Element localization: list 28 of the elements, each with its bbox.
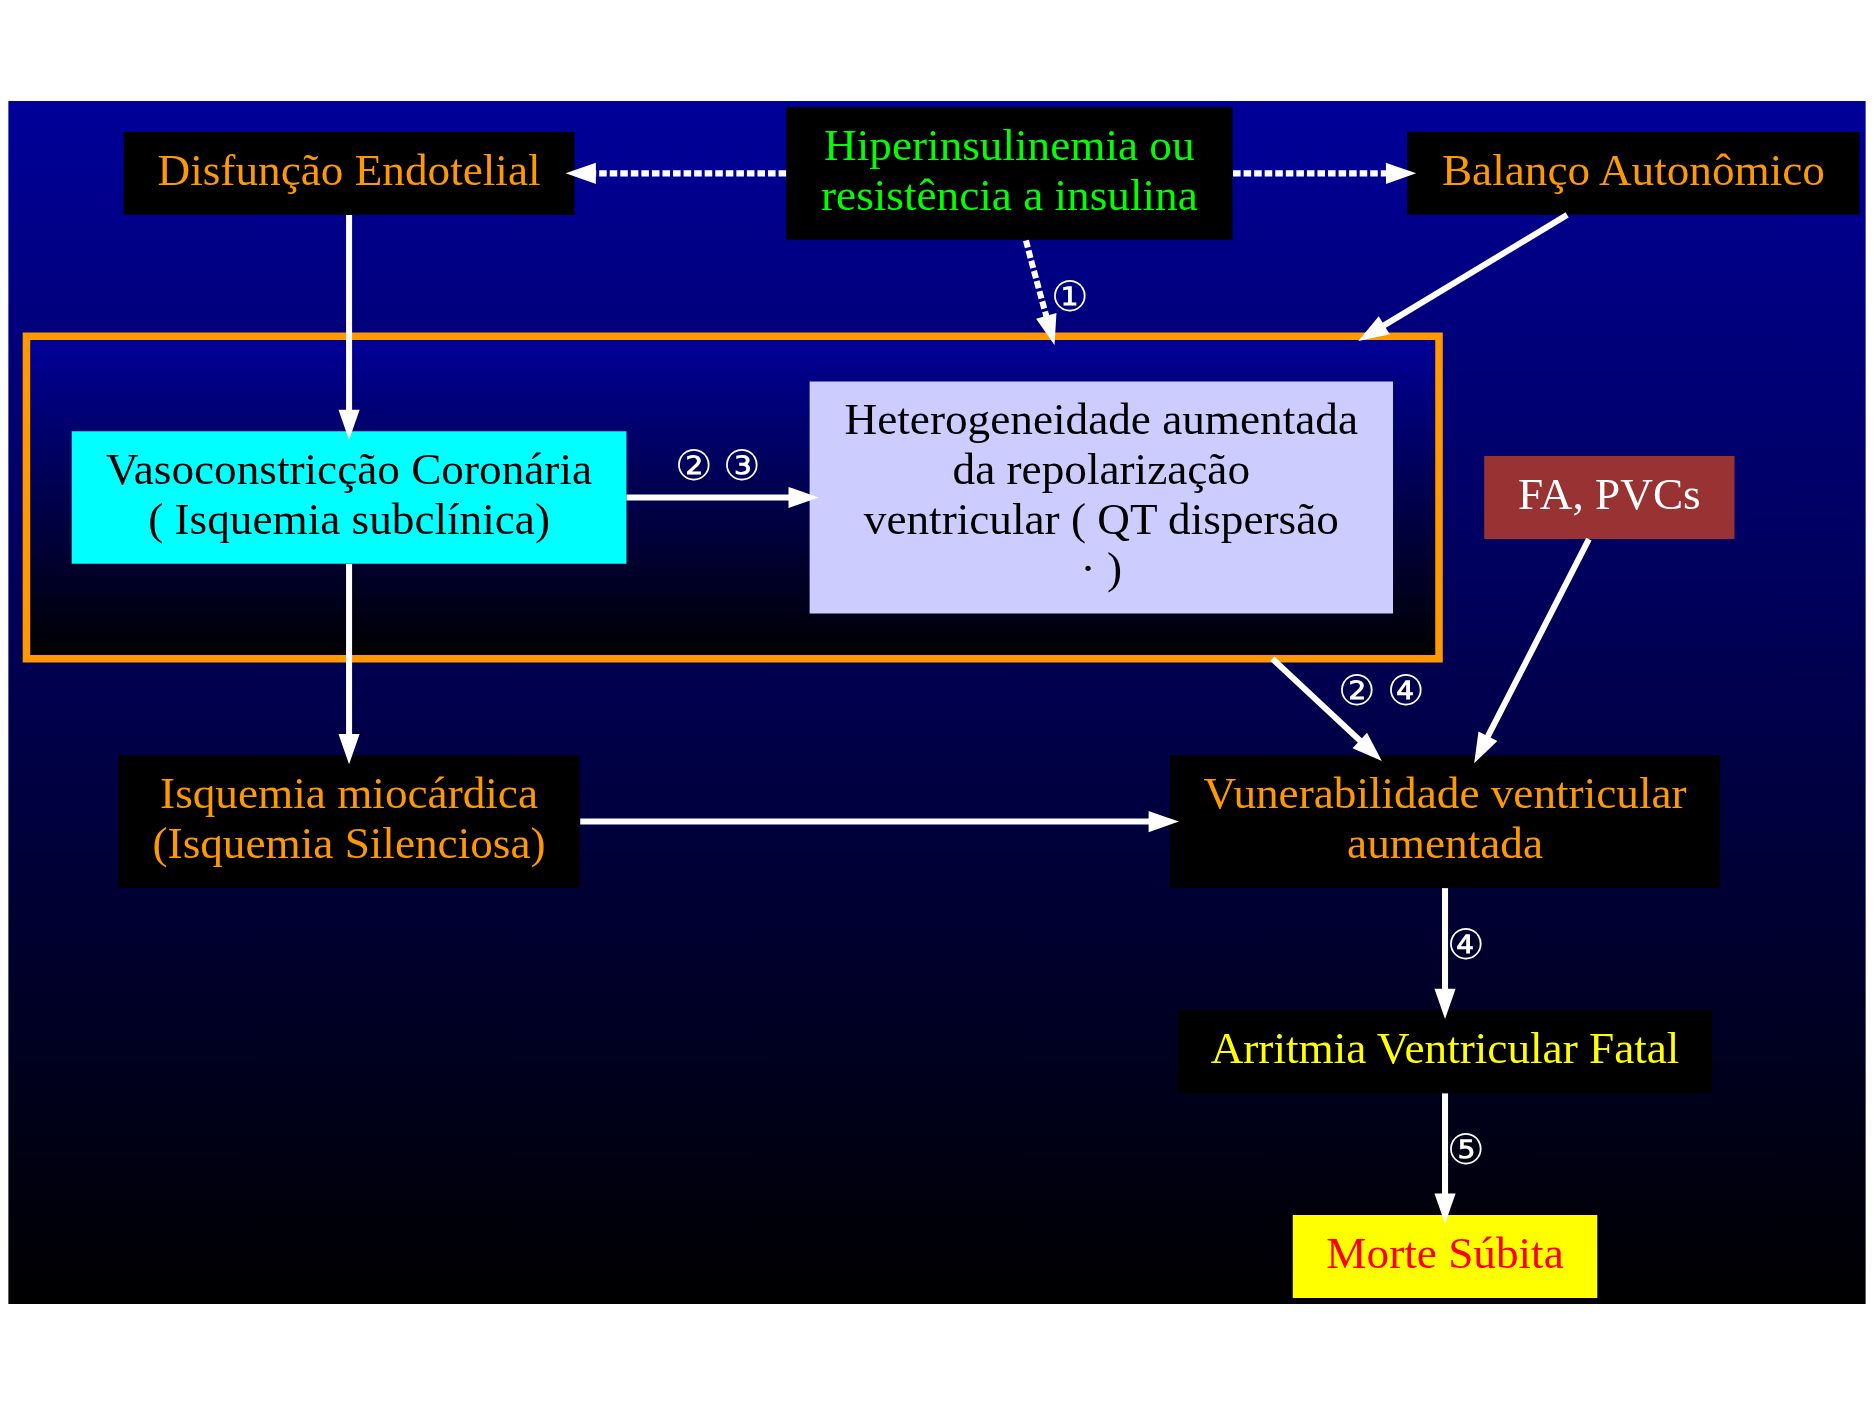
arrow: [1434, 1092, 1456, 1224]
arrow: [1474, 537, 1592, 763]
edge-label: ② ④: [1338, 666, 1425, 714]
node-box: Disfunção Endotelial: [123, 131, 575, 215]
arrow: [1270, 656, 1382, 761]
node-box: Vunerabilidade ventricular aumentada: [1169, 754, 1721, 888]
arrow: [1434, 887, 1456, 1019]
arrow: [338, 214, 360, 440]
arrow: [1233, 162, 1417, 184]
node-box: Isquemia miocárdica (Isquemia Silenciosa): [118, 754, 580, 888]
edge-label: ①: [1050, 272, 1089, 320]
arrow: [1023, 239, 1057, 345]
node-box: FA, PVCs: [1484, 455, 1735, 539]
edge-label: ④: [1447, 920, 1486, 968]
node-box: Balanço Autonômico: [1407, 131, 1860, 215]
arrow: [1358, 211, 1569, 341]
node-box: Hiperinsulinemia ou resistência a insulina: [786, 106, 1233, 240]
arrow: [580, 810, 1179, 832]
arrow: [626, 486, 819, 508]
arrow: [565, 162, 787, 184]
node-box: Vasoconstricção Coronária ( Isquemia subclínica): [71, 430, 627, 564]
edge-label: ⑤: [1447, 1125, 1486, 1173]
edge-label: ② ③: [674, 441, 762, 489]
node-box: Morte Súbita: [1292, 1214, 1598, 1298]
node-box: Heterogeneidade aumentada da repolarização ventricular ( QT dispersão · ): [809, 380, 1393, 614]
cluster: [22, 331, 1443, 663]
arrow: [338, 563, 360, 764]
node-box: Arritmia Ventricular Fatal: [1178, 1009, 1712, 1093]
